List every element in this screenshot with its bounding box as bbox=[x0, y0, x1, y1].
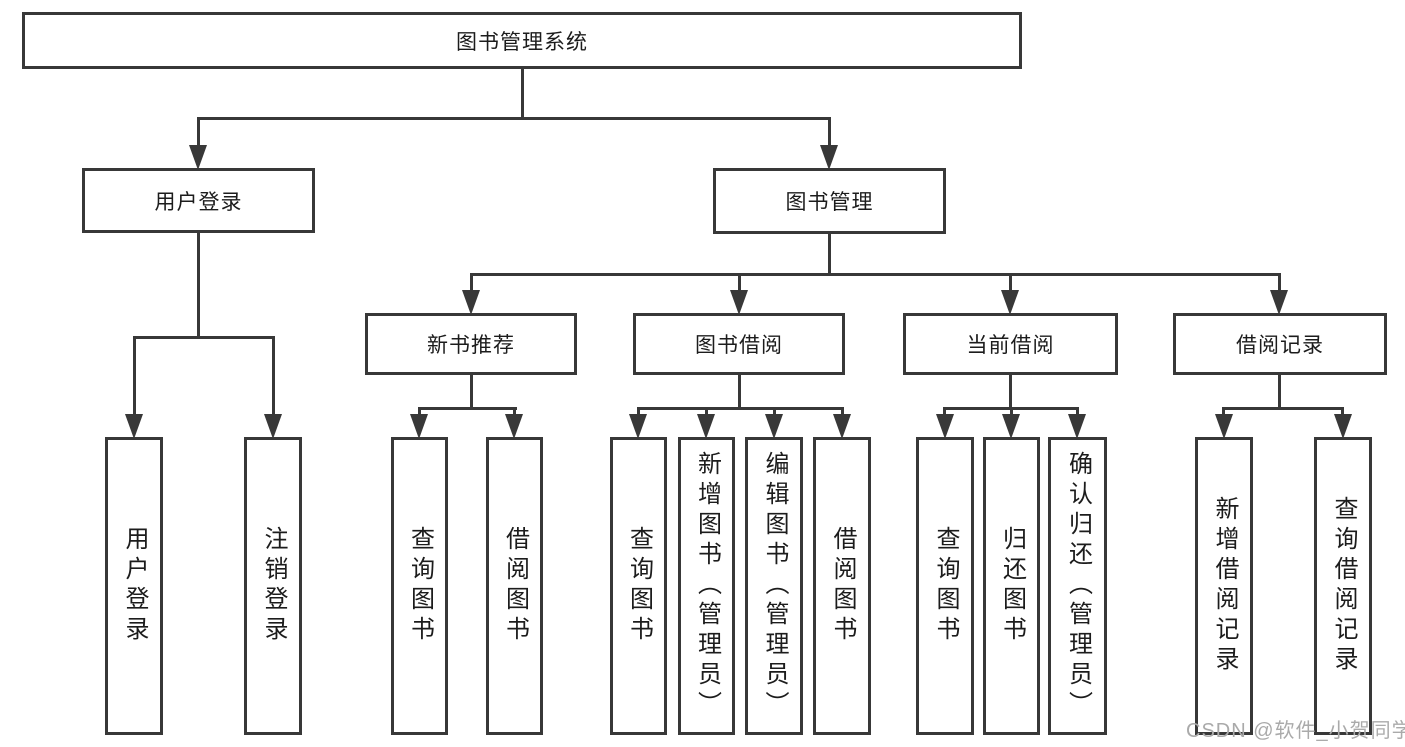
leaf-borrow-query-books-label: 查询图书 bbox=[625, 526, 653, 646]
edge-root-drop bbox=[521, 69, 524, 118]
leaf-query-borrow-record: 查询借阅记录 bbox=[1314, 437, 1372, 735]
edge-new-book-drop bbox=[470, 374, 473, 410]
node-book-borrow: 图书借阅 bbox=[633, 313, 845, 375]
edge-shaft-book-mgmt bbox=[828, 117, 831, 147]
edge-shaft-leaf bbox=[773, 407, 776, 419]
edge-shaft-user-login bbox=[197, 117, 200, 147]
node-book-management-label: 图书管理 bbox=[785, 191, 874, 214]
node-current-borrow: 当前借阅 bbox=[903, 313, 1118, 375]
node-book-management: 图书管理 bbox=[713, 168, 946, 234]
edge-shaft-leaf bbox=[943, 407, 946, 419]
edge-borrow-record-connector bbox=[1222, 407, 1344, 410]
node-new-book-recommend-label: 新书推荐 bbox=[427, 334, 515, 357]
edge-shaft-leaf bbox=[418, 407, 421, 419]
leaf-edit-books-admin: 编辑图书（管理员） bbox=[745, 437, 803, 735]
edge-book-borrow-drop bbox=[738, 374, 741, 410]
leaf-current-query-books: 查询图书 bbox=[916, 437, 974, 735]
edge-book-mgmt-drop bbox=[828, 233, 831, 276]
arrow-down-icon bbox=[1068, 414, 1086, 439]
edge-shaft-leaf bbox=[705, 407, 708, 419]
arrow-down-icon bbox=[833, 414, 851, 439]
leaf-add-borrow-record: 新增借阅记录 bbox=[1195, 437, 1253, 735]
arrow-down-icon bbox=[1002, 414, 1020, 439]
leaf-current-query-books-label: 查询图书 bbox=[932, 526, 959, 646]
edge-user-login-connector bbox=[133, 336, 275, 339]
leaf-query-borrow-record-label: 查询借阅记录 bbox=[1330, 496, 1357, 676]
arrow-down-icon bbox=[505, 414, 523, 439]
edge-shaft-leaf bbox=[133, 336, 136, 416]
edge-shaft-leaf bbox=[637, 407, 640, 419]
node-book-borrow-label: 图书借阅 bbox=[695, 334, 783, 357]
edge-user-login-drop bbox=[197, 232, 200, 339]
arrow-down-icon bbox=[820, 145, 838, 170]
arrow-down-icon bbox=[1270, 290, 1288, 315]
edge-level2-connector bbox=[197, 117, 831, 120]
leaf-edit-books-admin-label: 编辑图书（管理员） bbox=[761, 451, 788, 721]
arrow-down-icon bbox=[936, 414, 954, 439]
edge-shaft-new-book bbox=[470, 273, 473, 293]
leaf-logout-label: 注销登录 bbox=[260, 526, 287, 646]
node-borrow-record-label: 借阅记录 bbox=[1236, 334, 1324, 357]
arrow-down-icon bbox=[629, 414, 647, 439]
leaf-return-books-label: 归还图书 bbox=[998, 526, 1026, 646]
edge-current-borrow-drop bbox=[1009, 374, 1012, 410]
node-user-login-label: 用户登录 bbox=[154, 190, 243, 214]
leaf-newbook-borrow-books-label: 借阅图书 bbox=[501, 526, 529, 646]
arrow-down-icon bbox=[1001, 290, 1019, 315]
leaf-add-borrow-record-label: 新增借阅记录 bbox=[1211, 496, 1238, 676]
leaf-confirm-return-admin: 确认归还（管理员） bbox=[1048, 437, 1107, 735]
edge-new-book-connector bbox=[418, 407, 517, 410]
node-borrow-record: 借阅记录 bbox=[1173, 313, 1387, 375]
edge-shaft-book-borrow bbox=[738, 273, 741, 293]
edge-shaft-leaf bbox=[841, 407, 844, 419]
leaf-return-books: 归还图书 bbox=[983, 437, 1040, 735]
leaf-borrow-query-books: 查询图书 bbox=[610, 437, 667, 735]
edge-shaft-current-borrow bbox=[1009, 273, 1012, 293]
arrow-down-icon bbox=[264, 414, 282, 439]
arrow-down-icon bbox=[697, 414, 715, 439]
csdn-watermark: CSDN @软件_小贺同学 bbox=[1186, 720, 1405, 742]
arrow-down-icon bbox=[765, 414, 783, 439]
arrow-down-icon bbox=[730, 290, 748, 315]
leaf-user-login-label: 用户登录 bbox=[121, 526, 148, 646]
arrow-down-icon bbox=[1334, 414, 1352, 439]
leaf-borrow-borrow-books: 借阅图书 bbox=[813, 437, 871, 735]
leaf-borrow-borrow-books-label: 借阅图书 bbox=[829, 526, 856, 646]
node-root-label: 图书管理系统 bbox=[456, 30, 588, 54]
arrow-down-icon bbox=[189, 145, 207, 170]
edge-shaft-leaf bbox=[1076, 407, 1079, 419]
node-root: 图书管理系统 bbox=[22, 12, 1022, 69]
edge-shaft-leaf bbox=[1222, 407, 1225, 419]
edge-book-borrow-connector bbox=[637, 407, 844, 410]
leaf-newbook-query-books: 查询图书 bbox=[391, 437, 448, 735]
edge-borrow-record-drop bbox=[1278, 374, 1281, 410]
edge-shaft-leaf bbox=[1341, 407, 1344, 419]
arrow-down-icon bbox=[1215, 414, 1233, 439]
node-new-book-recommend: 新书推荐 bbox=[365, 313, 577, 375]
edge-shaft-leaf bbox=[272, 336, 275, 416]
leaf-logout: 注销登录 bbox=[244, 437, 302, 735]
arrow-down-icon bbox=[125, 414, 143, 439]
edge-shaft-borrow-record bbox=[1278, 273, 1281, 293]
node-current-borrow-label: 当前借阅 bbox=[966, 334, 1055, 357]
leaf-confirm-return-admin-label: 确认归还（管理员） bbox=[1064, 451, 1092, 721]
arrow-down-icon bbox=[462, 290, 480, 315]
leaf-newbook-query-books-label: 查询图书 bbox=[406, 526, 434, 646]
leaf-user-login: 用户登录 bbox=[105, 437, 163, 735]
edge-shaft-leaf bbox=[513, 407, 516, 419]
leaf-add-books-admin: 新增图书（管理员） bbox=[678, 437, 735, 735]
leaf-add-books-admin-label: 新增图书（管理员） bbox=[693, 451, 721, 721]
arrow-down-icon bbox=[410, 414, 428, 439]
leaf-newbook-borrow-books: 借阅图书 bbox=[486, 437, 543, 735]
edge-shaft-leaf bbox=[1010, 407, 1013, 419]
node-user-login: 用户登录 bbox=[82, 168, 315, 233]
edge-level3-connector bbox=[470, 273, 1281, 276]
